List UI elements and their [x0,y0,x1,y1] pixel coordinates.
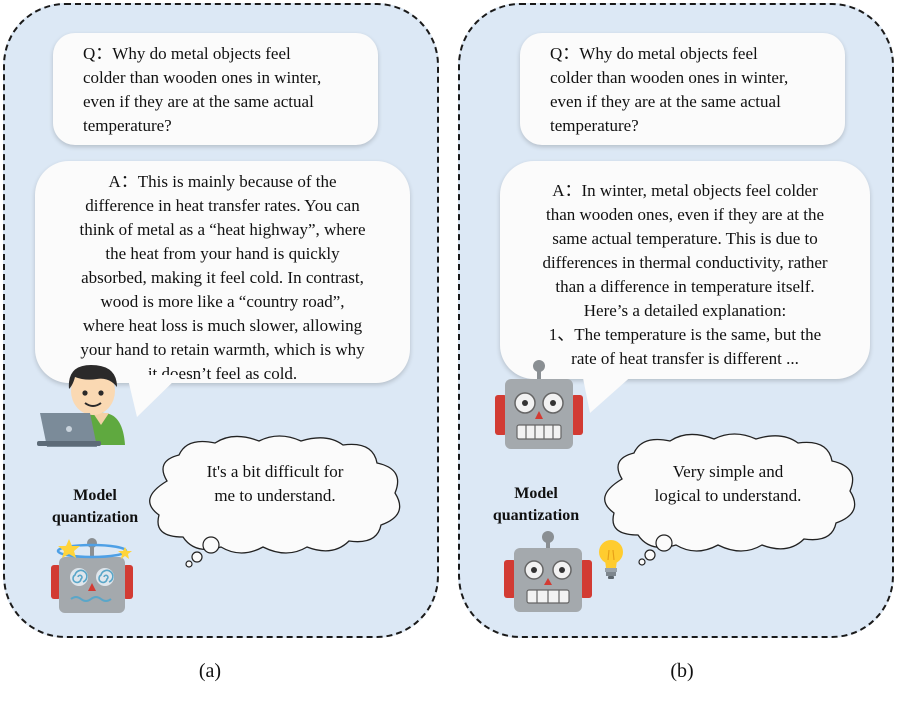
model-quantization-label: Model quantization [35,485,155,529]
answer-line: where heat loss is much slower, allowing [82,316,363,335]
thought-line: logical to understand. [654,486,802,505]
question-line: colder than wooden ones in winter, [83,68,322,87]
answer-line: wood is more like a “country road”, [100,292,345,311]
answer-line: than wooden ones, even if they are at th… [545,205,825,224]
thought-text: Very simple and logical to understand. [618,460,838,508]
person-with-laptop-icon [37,365,125,447]
thought-line: Very simple and [672,462,784,481]
answer-bubble: A：In winter, metal objects feel colder t… [500,161,870,379]
question-line: temperature? [83,116,172,135]
answer-bubble: A：This is mainly because of the differen… [35,161,410,383]
question-bubble: Q：Why do metal objects feel colder than … [520,33,845,145]
answer-line: Here’s a detailed explanation: [583,301,787,320]
question-bubble: Q：Why do metal objects feel colder than … [53,33,378,145]
label-line: quantization [51,509,139,526]
answer-bubble-tail [582,373,635,413]
answer-line: 1、The temperature is the same, but the [548,325,822,344]
answer-line: same actual temperature. This is due to [552,229,818,248]
label-line: Model [73,487,117,504]
answer-line: your hand to retain warmth, which is why [80,340,365,359]
question-line: Q：Why do metal objects feel [550,44,758,63]
answer-line: it doesn’t feel as cold. [147,364,298,383]
question-line: even if they are at the same actual [83,92,314,111]
thought-cloud-icon [149,435,401,568]
answer-line: A：In winter, metal objects feel colder [552,181,818,200]
answer-line: absorbed, making it feel cold. In contra… [81,268,364,287]
panel-b: Q：Why do metal objects feel colder than … [458,3,894,638]
label-line: Model [514,485,558,502]
panel-a-caption: (a) [198,660,222,682]
answer-line: the heat from your hand is quickly [105,244,340,263]
light-bulb-icon [599,540,623,579]
question-line: temperature? [550,116,639,135]
question-line: Q：Why do metal objects feel [83,44,291,63]
robot-icon [495,360,583,449]
answer-line: differences in thermal conductivity, rat… [542,253,828,272]
label-line: quantization [492,507,580,524]
panel-a: Q：Why do metal objects feel colder than … [3,3,439,638]
answer-bubble-tail [127,375,180,417]
answer-line: rate of heat transfer is different ... [571,349,799,368]
thought-line: It's a bit difficult for [206,462,344,481]
model-quantization-label: Model quantization [476,483,596,527]
panel-b-caption: (b) [670,660,694,682]
answer-line: A：This is mainly because of the [108,172,337,191]
answer-line: difference in heat transfer rates. You c… [85,196,360,215]
thought-text: It's a bit difficult for me to understan… [165,460,385,508]
question-line: colder than wooden ones in winter, [550,68,789,87]
thought-line: me to understand. [214,486,336,505]
dizzy-robot-icon [51,538,133,613]
robot-icon [504,531,592,612]
answer-line: think of metal as a “heat highway”, wher… [79,220,366,239]
question-line: even if they are at the same actual [550,92,781,111]
thought-cloud-icon [604,433,856,566]
answer-line: than a difference in temperature itself. [555,277,815,296]
